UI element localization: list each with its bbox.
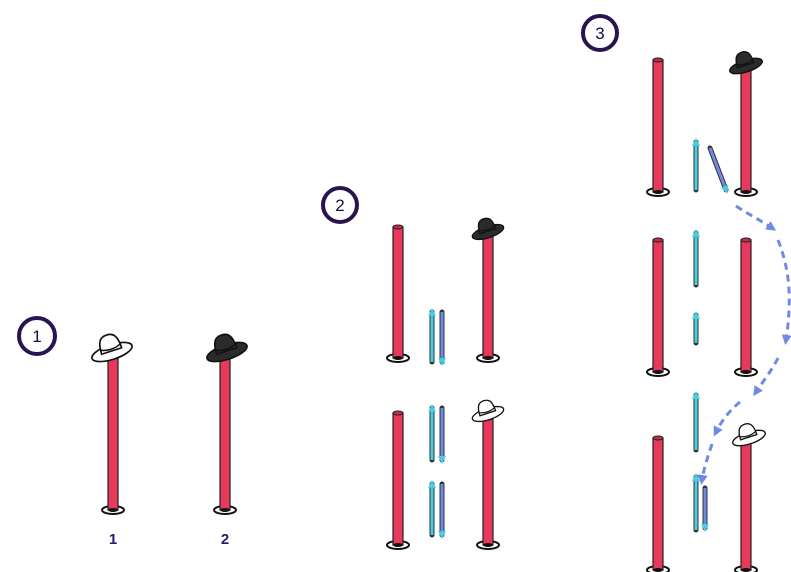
step2-black-hat bbox=[471, 217, 505, 241]
step-number-2: 2 bbox=[335, 196, 344, 215]
step2-white-hat bbox=[471, 399, 505, 423]
step-badge-2: 2 bbox=[321, 186, 359, 224]
step1-pole-1 bbox=[101, 352, 125, 515]
step3-pole-3-left bbox=[646, 435, 670, 572]
step3-curve-arrow-4 bbox=[713, 400, 741, 437]
step-number-3: 3 bbox=[595, 24, 604, 43]
step3-curve-arrow-2 bbox=[776, 239, 791, 345]
step3-curve-arrow-1 bbox=[735, 204, 777, 231]
step2-pole-top-right bbox=[476, 231, 500, 363]
step1-black-hat bbox=[206, 333, 248, 363]
step3-pole-3-right bbox=[734, 439, 758, 572]
step3-diag-arrow-top bbox=[708, 147, 729, 194]
step-badge-1: 1 bbox=[17, 316, 57, 356]
step-number-1: 1 bbox=[32, 327, 41, 346]
step3-pole-2-right bbox=[734, 237, 758, 377]
step3-pole-1-left bbox=[646, 57, 670, 197]
step3-white-hat bbox=[732, 423, 766, 447]
pole-label-2: 2 bbox=[221, 531, 229, 548]
pole-label-1: 1 bbox=[109, 531, 117, 548]
step3-curve-arrow-3 bbox=[753, 357, 780, 397]
step3-pole-2-left bbox=[646, 237, 670, 377]
step-badge-3: 3 bbox=[581, 14, 619, 52]
step3-curve-arrow-5 bbox=[697, 443, 714, 485]
step3-black-hat bbox=[729, 51, 763, 75]
step3-pole-1-right bbox=[734, 65, 758, 197]
step1-pole-2 bbox=[213, 352, 237, 515]
step2-pole-bottom-left bbox=[386, 410, 410, 550]
step2-pole-bottom-right bbox=[476, 415, 500, 550]
step2-pole-top-left bbox=[386, 224, 410, 363]
step1-white-hat bbox=[91, 333, 133, 363]
